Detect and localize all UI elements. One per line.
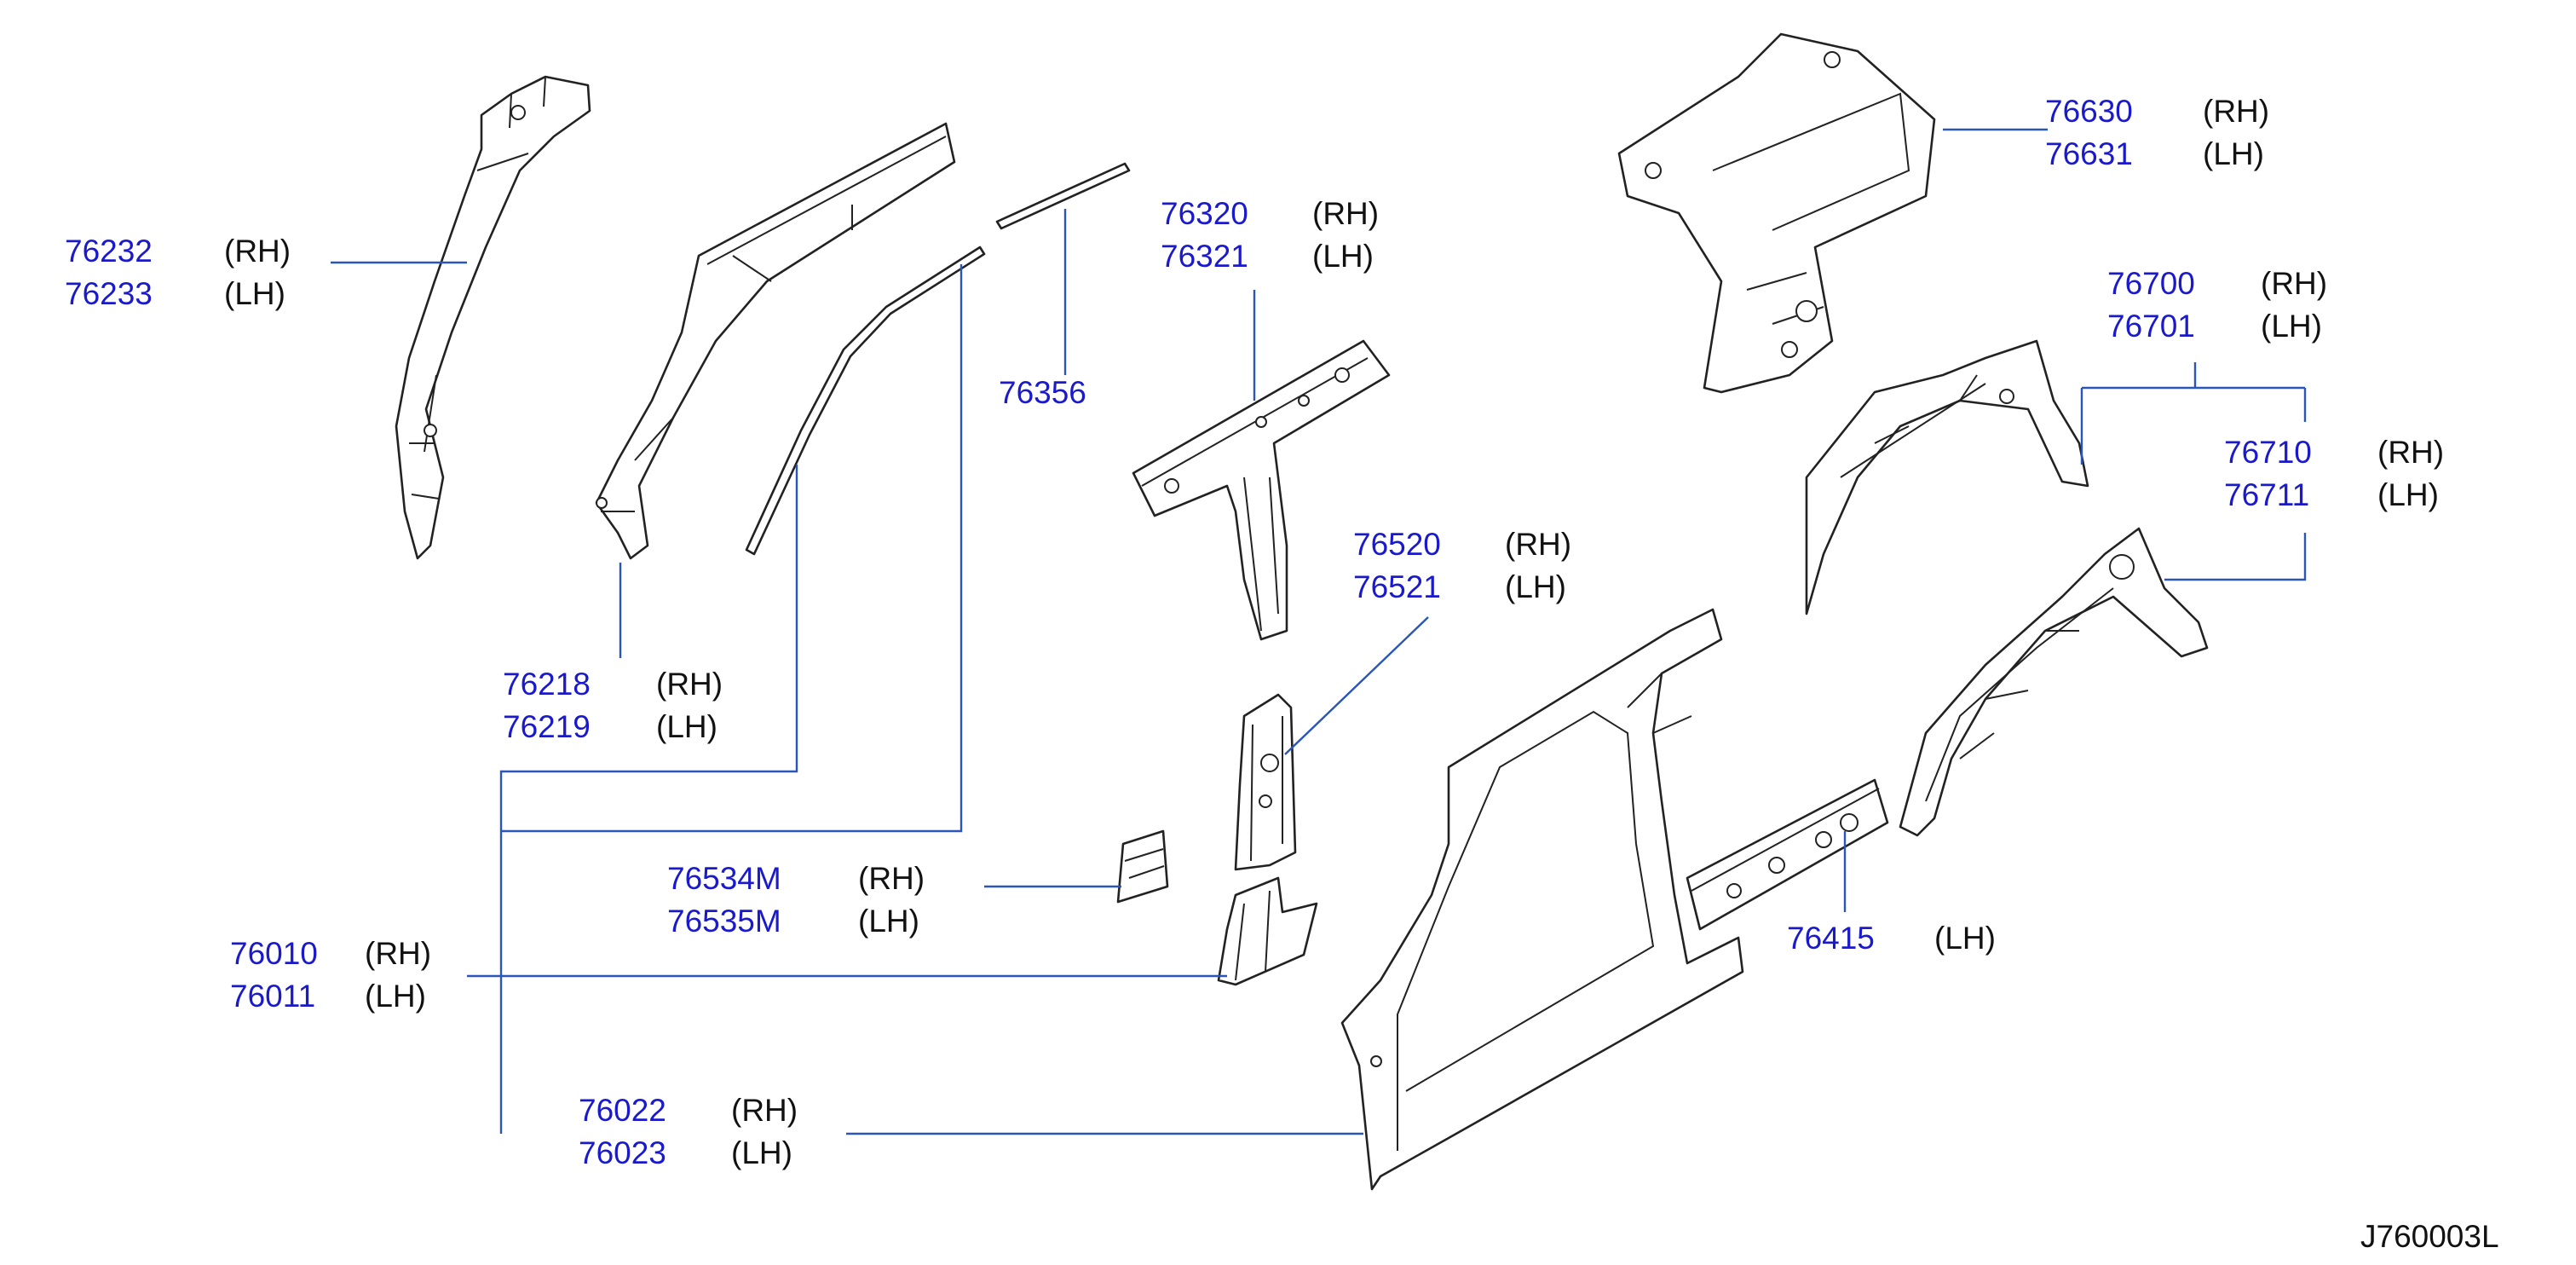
bracket-76022 bbox=[499, 264, 963, 1134]
part-number-76535m: 76535M bbox=[667, 904, 781, 939]
part-number-76233: 76233 bbox=[65, 276, 153, 311]
part-number-76521: 76521 bbox=[1353, 569, 1441, 604]
part-number-76700: 76700 bbox=[2107, 266, 2195, 301]
side-lh-76233: (LH) bbox=[224, 276, 285, 311]
pillar-bracket-part bbox=[1116, 829, 1169, 904]
part-number-76010: 76010 bbox=[230, 936, 318, 971]
side-lh-76521: (LH) bbox=[1505, 569, 1566, 604]
side-rh-76232: (RH) bbox=[224, 234, 291, 269]
body-side-outer-part bbox=[1340, 608, 1744, 1191]
part-number-76631: 76631 bbox=[2045, 136, 2133, 171]
leader-lines bbox=[331, 128, 2307, 1135]
leader-76700 bbox=[2080, 362, 2307, 465]
part-number-76022: 76022 bbox=[579, 1093, 666, 1128]
side-rail-reinforcement-part bbox=[1686, 778, 1889, 931]
roof-weatherstrip-part bbox=[745, 162, 1131, 556]
front-pillar-inner-part bbox=[395, 75, 591, 560]
rear-wheelhouse-outer-part bbox=[1805, 339, 2089, 615]
part-number-76711: 76711 bbox=[2224, 477, 2310, 512]
side-lh-76321: (LH) bbox=[1312, 239, 1374, 274]
part-number-76321: 76321 bbox=[1161, 239, 1248, 274]
side-rh-76022: (RH) bbox=[731, 1093, 798, 1128]
leader-76710 bbox=[2164, 533, 2307, 581]
diagram-code: J760003L bbox=[2360, 1219, 2499, 1254]
part-number-76356: 76356 bbox=[999, 375, 1086, 410]
side-rh-76520: (RH) bbox=[1505, 527, 1572, 562]
part-number-76415: 76415 bbox=[1787, 921, 1875, 956]
center-pillar-lower-part bbox=[1217, 876, 1318, 986]
side-lh-76535m: (LH) bbox=[858, 904, 919, 939]
rear-wheelhouse-inner-part bbox=[1899, 527, 2209, 837]
part-number-76219: 76219 bbox=[503, 709, 591, 744]
side-rh-76700: (RH) bbox=[2261, 266, 2328, 301]
side-lh-76711: (LH) bbox=[2377, 477, 2439, 512]
part-number-76218: 76218 bbox=[503, 667, 591, 702]
part-number-76534m: 76534M bbox=[667, 861, 781, 896]
center-pillar-reinforcement-part bbox=[1234, 693, 1297, 871]
part-number-76630: 76630 bbox=[2045, 94, 2133, 129]
side-rh-76010: (RH) bbox=[365, 936, 432, 971]
part-number-76232: 76232 bbox=[65, 234, 153, 269]
part-number-76023: 76023 bbox=[579, 1135, 666, 1170]
center-pillar-upper-part bbox=[1132, 339, 1391, 641]
side-lh-76219: (LH) bbox=[656, 709, 717, 744]
part-number-76011: 76011 bbox=[230, 979, 316, 1014]
side-lh-76701: (LH) bbox=[2261, 309, 2322, 344]
side-lh-76011: (LH) bbox=[365, 979, 426, 1014]
leader-76520 bbox=[1284, 616, 1429, 755]
part-number-76320: 76320 bbox=[1161, 196, 1248, 231]
side-rh-76534m: (RH) bbox=[858, 861, 925, 896]
side-lh-76415: (LH) bbox=[1934, 921, 1996, 956]
part-number-76520: 76520 bbox=[1353, 527, 1441, 562]
front-pillar-outer-part bbox=[595, 122, 956, 560]
side-rh-76320: (RH) bbox=[1312, 196, 1380, 231]
side-rh-76218: (RH) bbox=[656, 667, 723, 702]
side-rh-76710: (RH) bbox=[2377, 435, 2445, 470]
part-number-76701: 76701 bbox=[2107, 309, 2195, 344]
side-lh-76631: (LH) bbox=[2203, 136, 2264, 171]
rear-pillar-inner-part bbox=[1617, 32, 1936, 394]
side-lh-76023: (LH) bbox=[731, 1135, 792, 1170]
part-number-76710: 76710 bbox=[2224, 435, 2312, 470]
side-rh-76630: (RH) bbox=[2203, 94, 2270, 129]
